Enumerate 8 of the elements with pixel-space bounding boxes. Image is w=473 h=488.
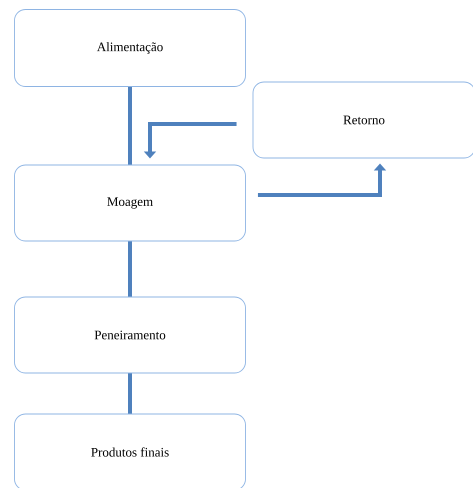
process-box: Moagem: [14, 164, 246, 242]
process-box: Peneiramento: [14, 296, 246, 374]
process-box: Alimentação: [14, 9, 246, 87]
process-box: Retorno: [252, 82, 473, 158]
connector-line: [128, 373, 132, 414]
process-box: Produtos finais: [14, 414, 246, 488]
connector-line: [128, 241, 132, 297]
connector-line: [128, 86, 132, 165]
